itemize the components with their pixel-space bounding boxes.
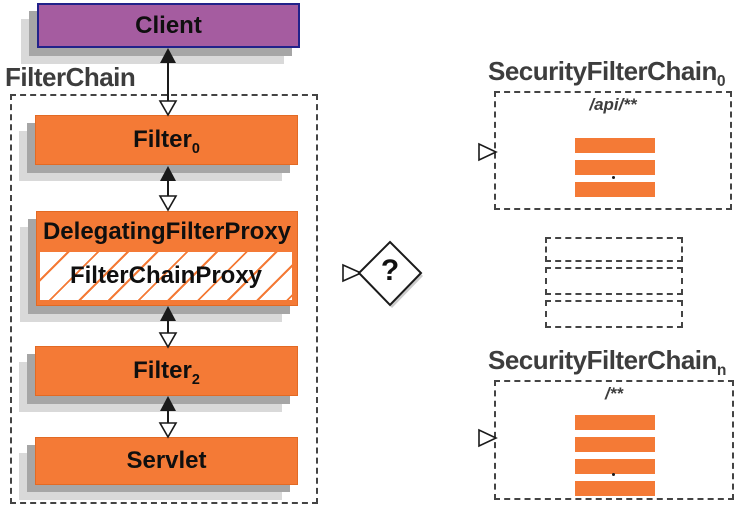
filter0-label: Filter0	[133, 126, 200, 157]
filter-bar	[575, 481, 655, 496]
chain0-ellipsis-dot	[612, 176, 615, 179]
arrowhead-to-chain0	[478, 142, 498, 162]
filter-bar	[575, 182, 655, 197]
arrow-dfp-filter2	[158, 306, 178, 349]
arrowhead-up-filled	[160, 48, 176, 63]
servlet-box: Servlet	[35, 437, 298, 485]
filterchain-dashed-border	[10, 94, 318, 504]
filter2-label: Filter2	[133, 357, 200, 388]
security-filter-chain-n-box	[494, 380, 734, 500]
filter-chain-proxy-box: FilterChainProxy	[40, 252, 292, 300]
filter2-box: Filter2	[35, 346, 298, 396]
delegating-filter-proxy-label: DelegatingFilterProxy	[42, 218, 292, 245]
chain0-filter-bars	[575, 138, 655, 197]
security-filter-chain-n-label: SecurityFilterChainn	[488, 345, 726, 380]
arrow-filter2-servlet	[158, 396, 178, 439]
servlet-label: Servlet	[126, 447, 207, 474]
security-filter-chain-0-box	[494, 91, 732, 210]
security-filter-chain-0-label: SecurityFilterChain0	[488, 56, 726, 91]
ellipsis-dashed-box	[545, 237, 683, 262]
decision-diamond	[357, 240, 423, 307]
chainN-ellipsis-dot	[612, 473, 615, 476]
arrowhead-down-open	[158, 195, 178, 212]
ellipsis-dashed-box	[545, 300, 683, 328]
arrowhead-up-filled	[160, 396, 176, 411]
filter-chain-proxy-label: FilterChainProxy	[69, 262, 263, 289]
filter-bar	[575, 437, 655, 452]
arrowhead-up-filled	[160, 166, 176, 181]
client-label: Client	[135, 11, 202, 39]
filter0-box: Filter0	[35, 115, 298, 165]
arrowhead-to-decision	[342, 263, 363, 283]
arrowhead-up-filled	[160, 306, 176, 321]
chainN-filter-bars	[575, 415, 655, 496]
arrowhead-down-open	[158, 332, 178, 349]
more-chains-ellipsis	[545, 237, 683, 333]
filterchain-label: FilterChain	[5, 62, 136, 92]
client-box: Client	[37, 3, 300, 48]
filter-bar	[575, 459, 655, 474]
filter-bar	[575, 138, 655, 153]
arrowhead-to-chainN	[478, 428, 498, 448]
arrowhead-down-open	[158, 100, 178, 117]
ellipsis-dashed-box	[545, 267, 683, 295]
arrow-filter0-dfp	[158, 166, 178, 212]
filter-bar	[575, 160, 655, 175]
arrow-client-filter0	[158, 48, 178, 117]
chainN-path-label: /**	[605, 384, 623, 403]
decision-question-mark: ?	[380, 254, 400, 287]
arrowhead-down-open	[158, 422, 178, 439]
filter-bar	[575, 415, 655, 430]
chain0-path-label: /api/**	[589, 95, 637, 114]
